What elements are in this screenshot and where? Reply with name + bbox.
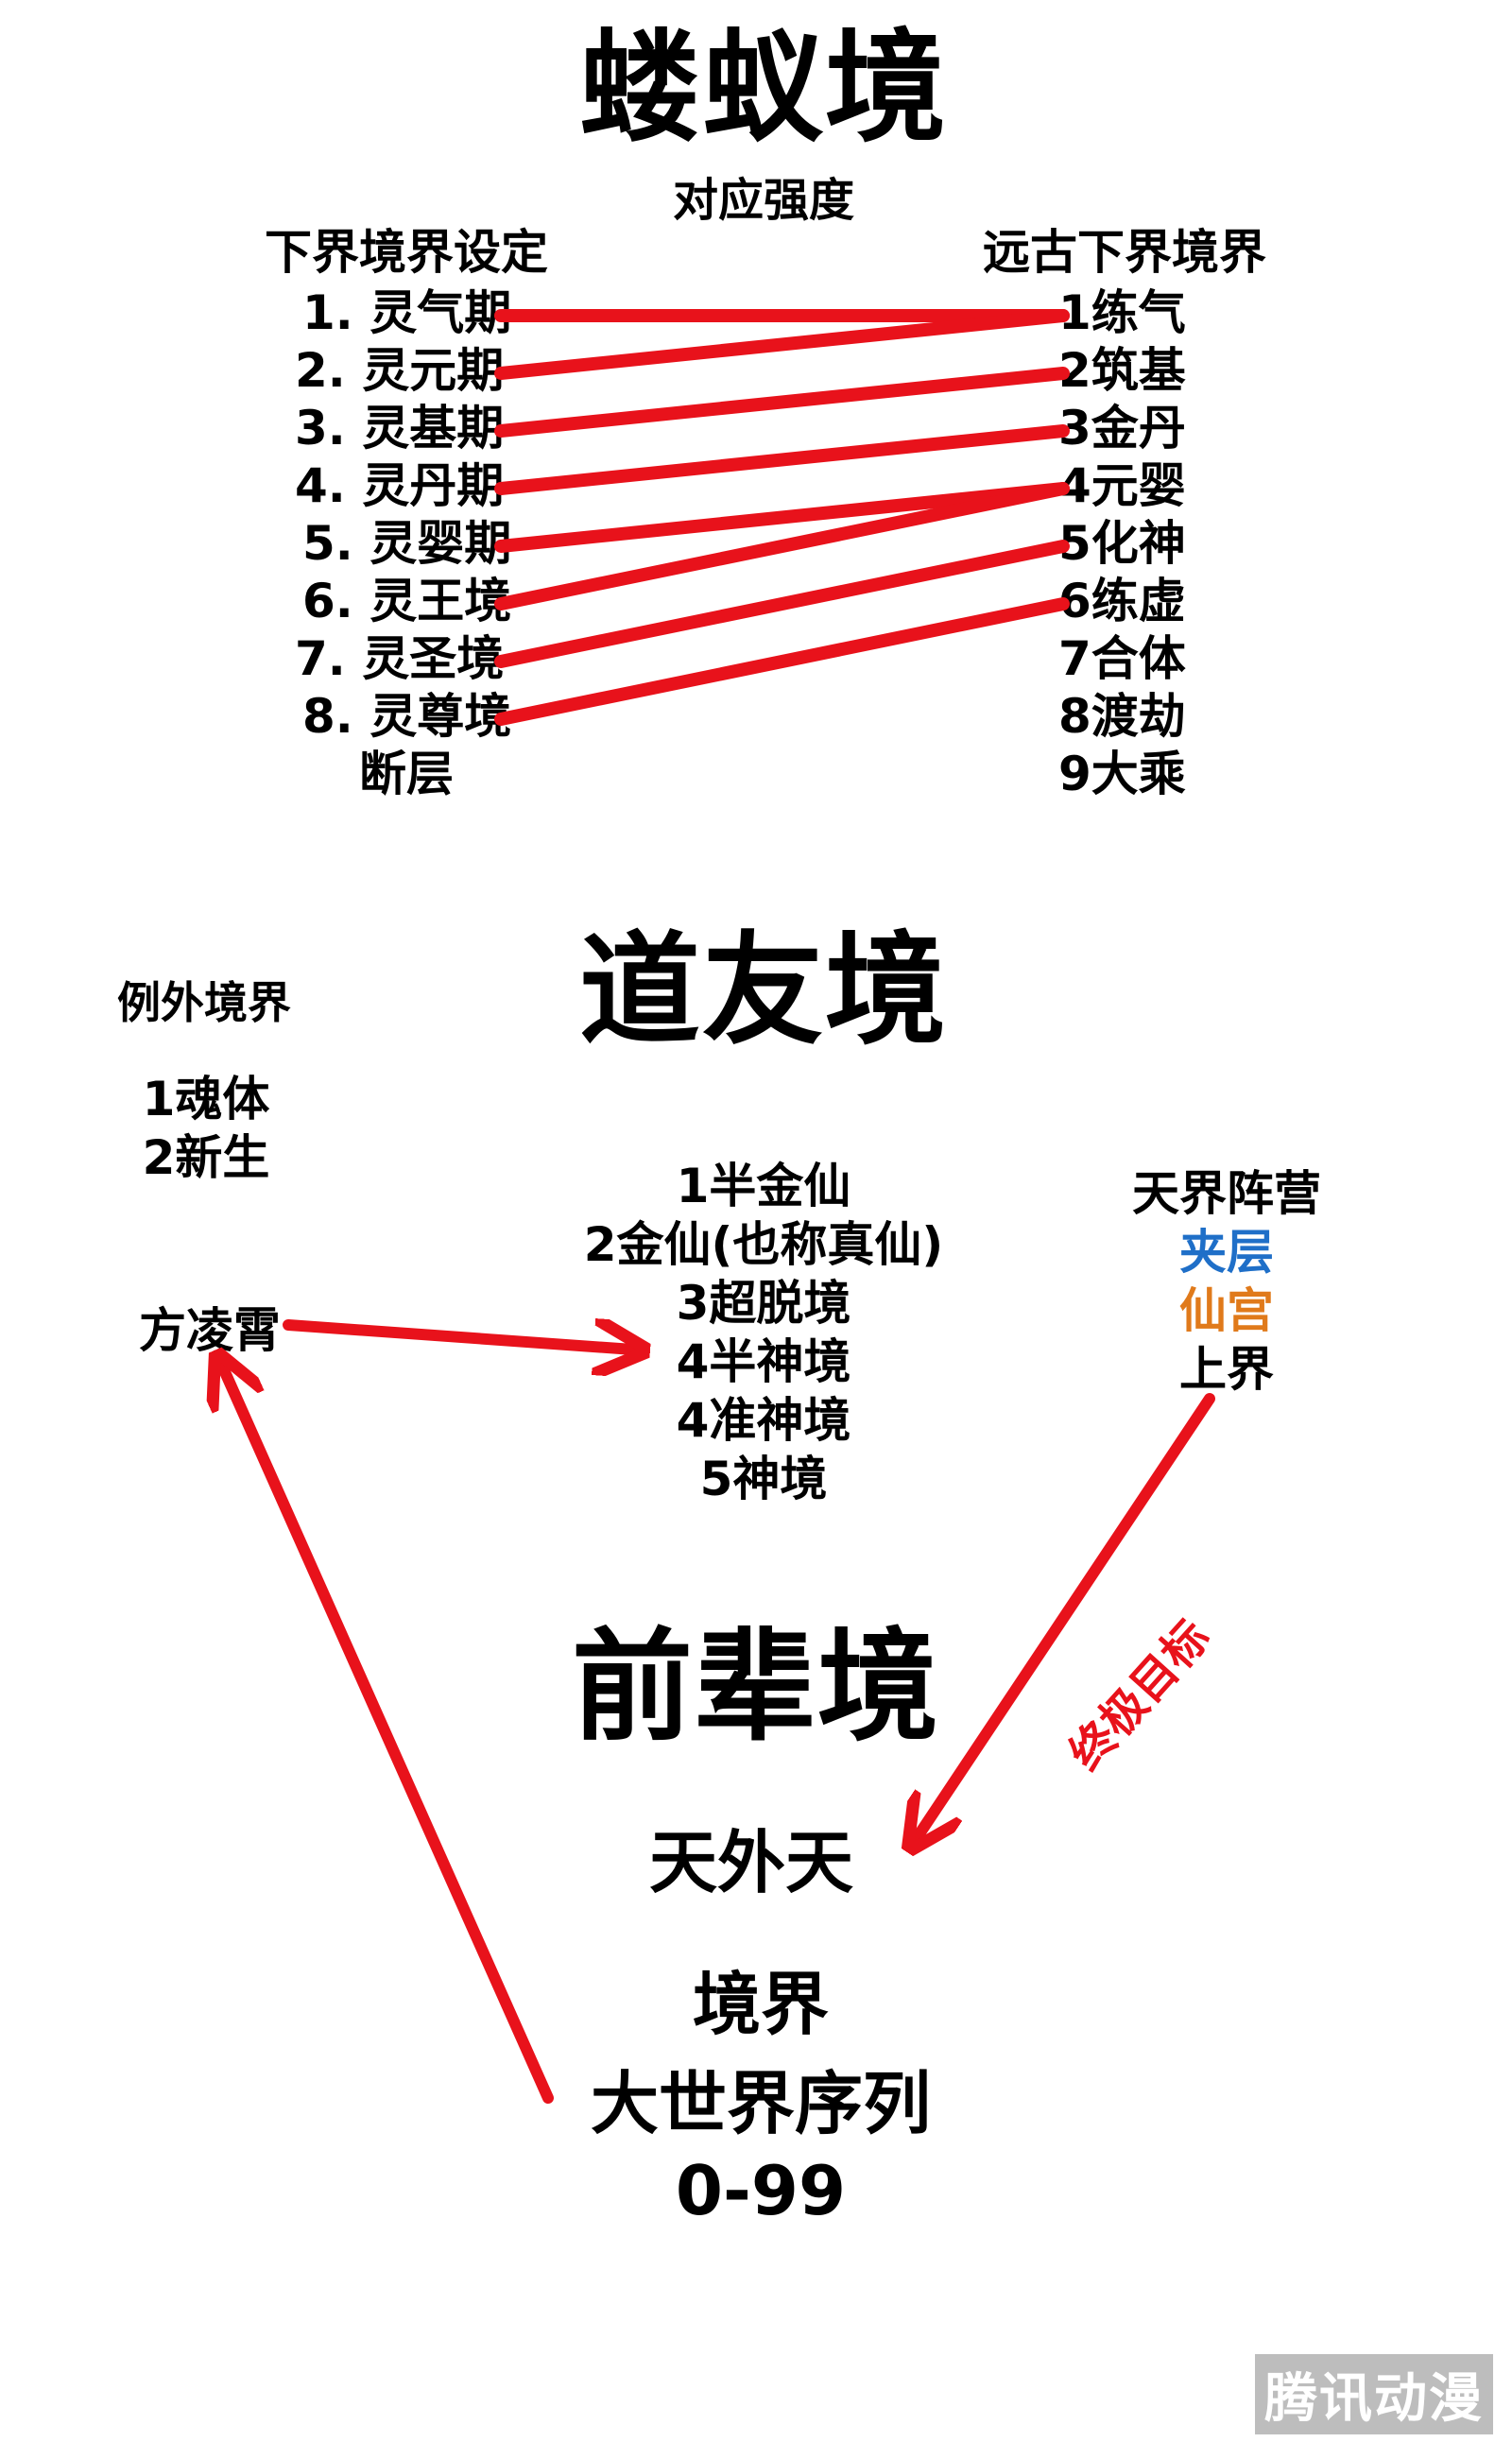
left-item: 4. 灵丹期 <box>295 458 505 513</box>
realm-link-line <box>494 482 1070 610</box>
right-heading: 远古下界境界 <box>983 225 1266 280</box>
exception-item: 2新生 <box>142 1130 270 1185</box>
level-item: 3超脱境 <box>676 1276 851 1331</box>
level-item: 4半神境 <box>676 1334 851 1389</box>
realm-links <box>494 309 1070 726</box>
section1-subtitle: 对应强度 <box>672 174 855 227</box>
left-item: 3. 灵基期 <box>295 401 505 456</box>
sequence-label: 大世界序列 <box>590 2064 932 2143</box>
exception-heading: 例外境界 <box>117 977 291 1028</box>
left-heading: 下界境界设定 <box>265 225 548 280</box>
left-item: 6. 灵王境 <box>302 574 512 628</box>
right-item: 7合体 <box>1058 631 1186 686</box>
level-item: 5神境 <box>699 1452 828 1506</box>
level-item: 4准神境 <box>676 1393 851 1448</box>
realm-link-line <box>494 540 1070 668</box>
right-item: 3金丹 <box>1058 401 1186 456</box>
person-name: 方凌霄 <box>139 1303 281 1358</box>
goal-label: 终极目标 <box>1058 1609 1221 1781</box>
right-item: 1练气 <box>1058 285 1186 340</box>
camp-item: 上界 <box>1179 1342 1274 1397</box>
camp-item: 夹层 <box>1179 1225 1274 1280</box>
left-item: 7. 灵圣境 <box>295 631 505 686</box>
left-item: 8. 灵尊境 <box>302 689 512 744</box>
camp-heading: 天界阵营 <box>1132 1166 1321 1221</box>
right-item: 9大乘 <box>1058 747 1186 801</box>
right-item: 5化神 <box>1058 516 1186 571</box>
watermark-logo: 腾讯动漫 <box>1255 2354 1493 2434</box>
realm-link-line <box>494 367 1070 438</box>
camp-item: 仙宫 <box>1179 1283 1274 1338</box>
section1-title: 蝼蚁境 <box>578 18 949 159</box>
left-item: 5. 灵婴期 <box>302 516 512 571</box>
realm-label: 境界 <box>692 1965 830 2044</box>
level-item: 1半金仙 <box>676 1159 851 1213</box>
arrow-sequence-to-person <box>222 1366 554 2104</box>
level-item: 2金仙(也称真仙) <box>583 1217 944 1272</box>
left-item: 2. 灵元期 <box>295 343 505 398</box>
section2-title: 道友境 <box>578 920 949 1061</box>
realm-link-line <box>494 482 1070 553</box>
right-item: 2筑基 <box>1058 343 1186 398</box>
range-label: 0-99 <box>675 2151 847 2230</box>
arrow-person-to-levels <box>283 1325 633 1350</box>
right-item: 8渡劫 <box>1058 689 1186 744</box>
realm-link-line <box>494 309 1070 380</box>
exception-item: 1魂体 <box>142 1072 270 1126</box>
realm-link-line <box>494 597 1070 726</box>
left-item: 断层 <box>359 747 454 801</box>
left-item: 1. 灵气期 <box>302 285 512 340</box>
right-item: 6练虚 <box>1058 574 1186 628</box>
sky-label: 天外天 <box>648 1823 854 1902</box>
section3-title: 前辈境 <box>571 1617 941 1758</box>
right-item: 4元婴 <box>1058 458 1186 513</box>
arrow-camp-to-sky <box>917 1393 1215 1838</box>
realm-link-line <box>494 424 1070 495</box>
